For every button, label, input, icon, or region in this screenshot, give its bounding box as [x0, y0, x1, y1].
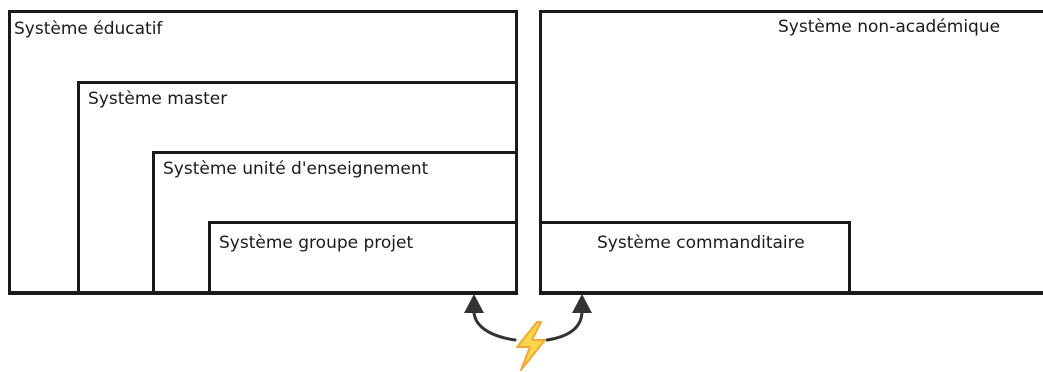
educational-system-label: Système éducatif — [14, 19, 163, 39]
master-system-label: Système master — [88, 89, 228, 109]
left-arrowhead — [464, 294, 484, 313]
sponsor-system-box: Système commanditaire — [539, 221, 851, 295]
right-arrowhead — [572, 294, 592, 313]
non-academic-system-label: Système non-académique — [778, 17, 1001, 37]
project-group-system-label: Système groupe projet — [219, 233, 414, 253]
project-group-system-box: Système groupe projet — [208, 221, 518, 295]
teaching-unit-system-label: Système unité d'enseignement — [163, 159, 429, 179]
lightning-bolt-icon — [516, 321, 546, 371]
left-curved-arrow — [472, 309, 517, 342]
sponsor-system-label: Système commanditaire — [597, 233, 805, 253]
right-curved-arrow — [545, 309, 584, 342]
